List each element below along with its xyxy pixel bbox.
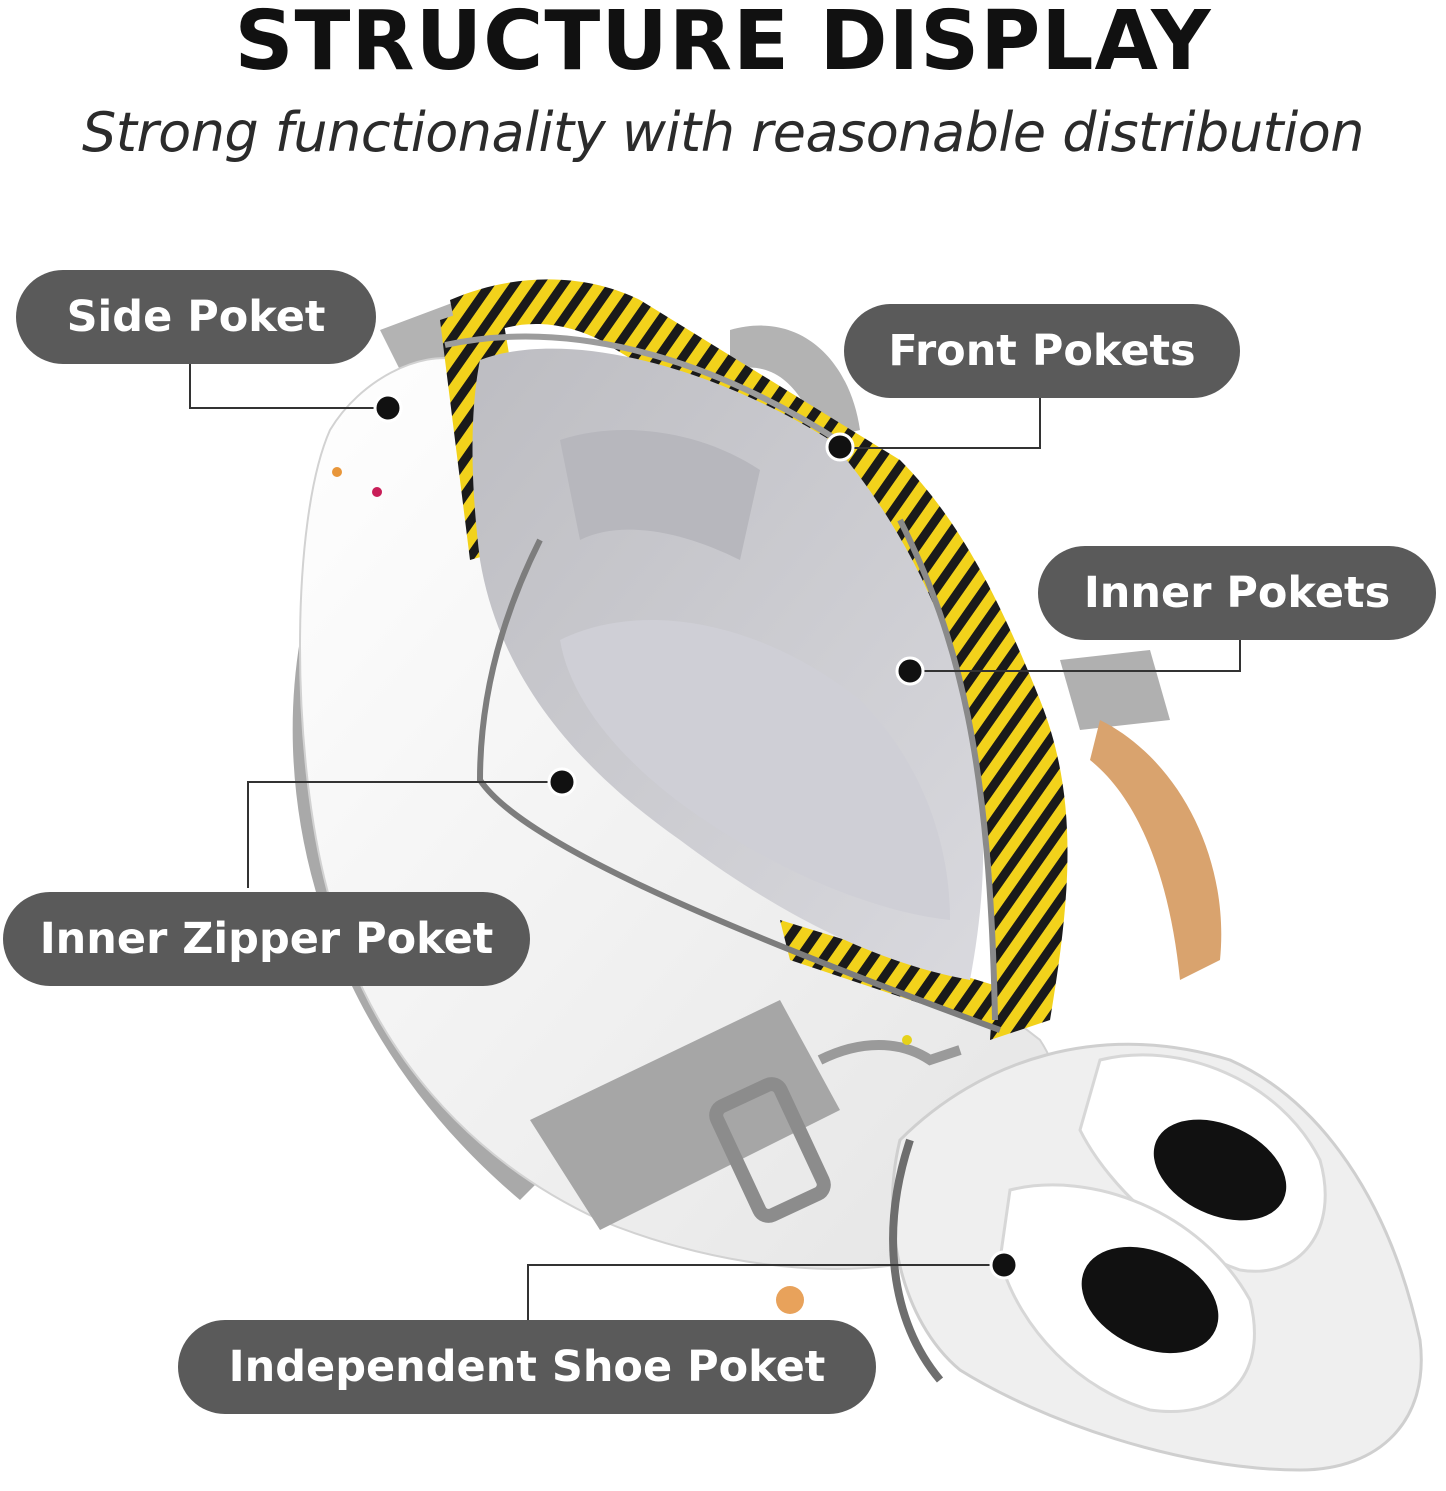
strap-right: [730, 325, 860, 440]
shoe-1-opening: [1153, 1119, 1287, 1221]
leader-line-inner-zipper-poket: [247, 781, 562, 888]
leader-line-side-poket: [189, 362, 388, 409]
confetti-dot: [902, 1035, 912, 1045]
zipper-right: [897, 518, 998, 1021]
callout-inner-pokets: Inner Pokets: [1038, 546, 1436, 640]
marker-side-poket: [373, 393, 403, 423]
snap-hook: [817, 1040, 962, 1066]
inner-fold: [560, 430, 760, 560]
marker-shoe-poket: [989, 1250, 1019, 1280]
page-title: STRUCTURE DISPLAY: [234, 0, 1212, 89]
marker-inner-zipper-poket: [547, 767, 577, 797]
zipper-top: [444, 333, 847, 448]
shoulder-strap: [530, 1000, 840, 1230]
shoe-pocket-zipper: [889, 1138, 944, 1383]
page-subtitle: Strong functionality with reasonable dis…: [82, 101, 1364, 164]
confetti-dot: [332, 467, 342, 477]
zipper-left: [476, 538, 1002, 1033]
marker-inner-pokets: [895, 656, 925, 686]
callout-side-poket: Side Poket: [16, 270, 376, 364]
leader-line-front-pokets: [844, 398, 1041, 449]
callout-inner-zipper-poket: Inner Zipper Poket: [3, 892, 530, 986]
stripe-rim-bottom: [780, 920, 1010, 1030]
bag-side-accent: [1090, 720, 1222, 980]
inner-pocket-panel: [560, 620, 950, 920]
strap-buckle: [709, 1077, 831, 1223]
confetti-dot: [776, 1286, 804, 1314]
callout-front-pokets: Front Pokets: [844, 304, 1240, 398]
leader-line-inner-pokets: [910, 640, 1241, 672]
shoe-2-opening: [1081, 1246, 1219, 1354]
callout-independent-shoe-poket: Independent Shoe Poket: [178, 1320, 876, 1414]
marker-front-pokets: [825, 432, 855, 462]
strap-side: [1060, 650, 1170, 730]
leader-line-shoe-poket: [527, 1264, 1004, 1322]
confetti-dot: [372, 487, 382, 497]
